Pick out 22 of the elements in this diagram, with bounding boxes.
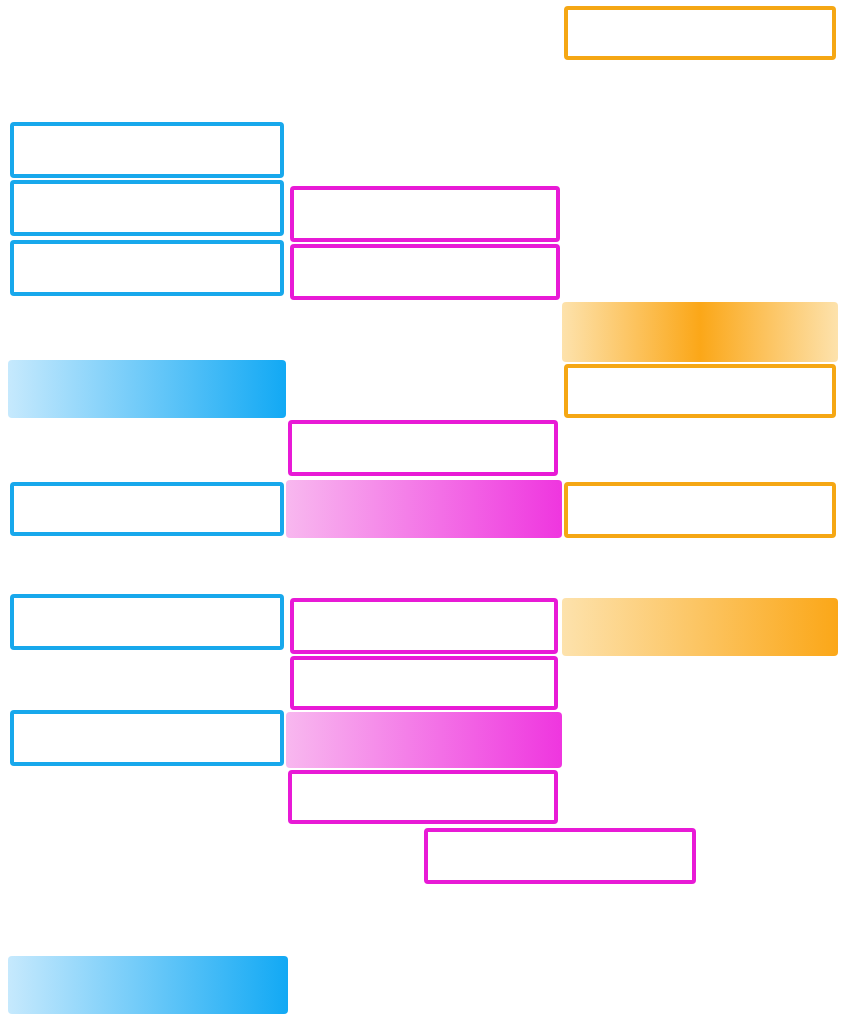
outlined-box (424, 828, 696, 884)
outlined-box (10, 240, 284, 296)
outlined-box (10, 482, 284, 536)
filled-bar (562, 302, 838, 362)
outlined-box (288, 420, 558, 476)
filled-bar (8, 360, 286, 418)
outlined-box (10, 710, 284, 766)
outlined-box (10, 180, 284, 236)
outlined-box (564, 6, 836, 60)
filled-bar (286, 480, 562, 538)
outlined-box (10, 122, 284, 178)
outlined-box (564, 482, 836, 538)
filled-bar (8, 956, 288, 1014)
outlined-box (290, 656, 558, 710)
outlined-box (290, 186, 560, 242)
outlined-box (290, 598, 558, 654)
filled-bar (286, 712, 562, 768)
filled-bar (562, 598, 838, 656)
outlined-box (288, 770, 558, 824)
outlined-box (564, 364, 836, 418)
outlined-box (10, 594, 284, 650)
outlined-box (290, 244, 560, 300)
